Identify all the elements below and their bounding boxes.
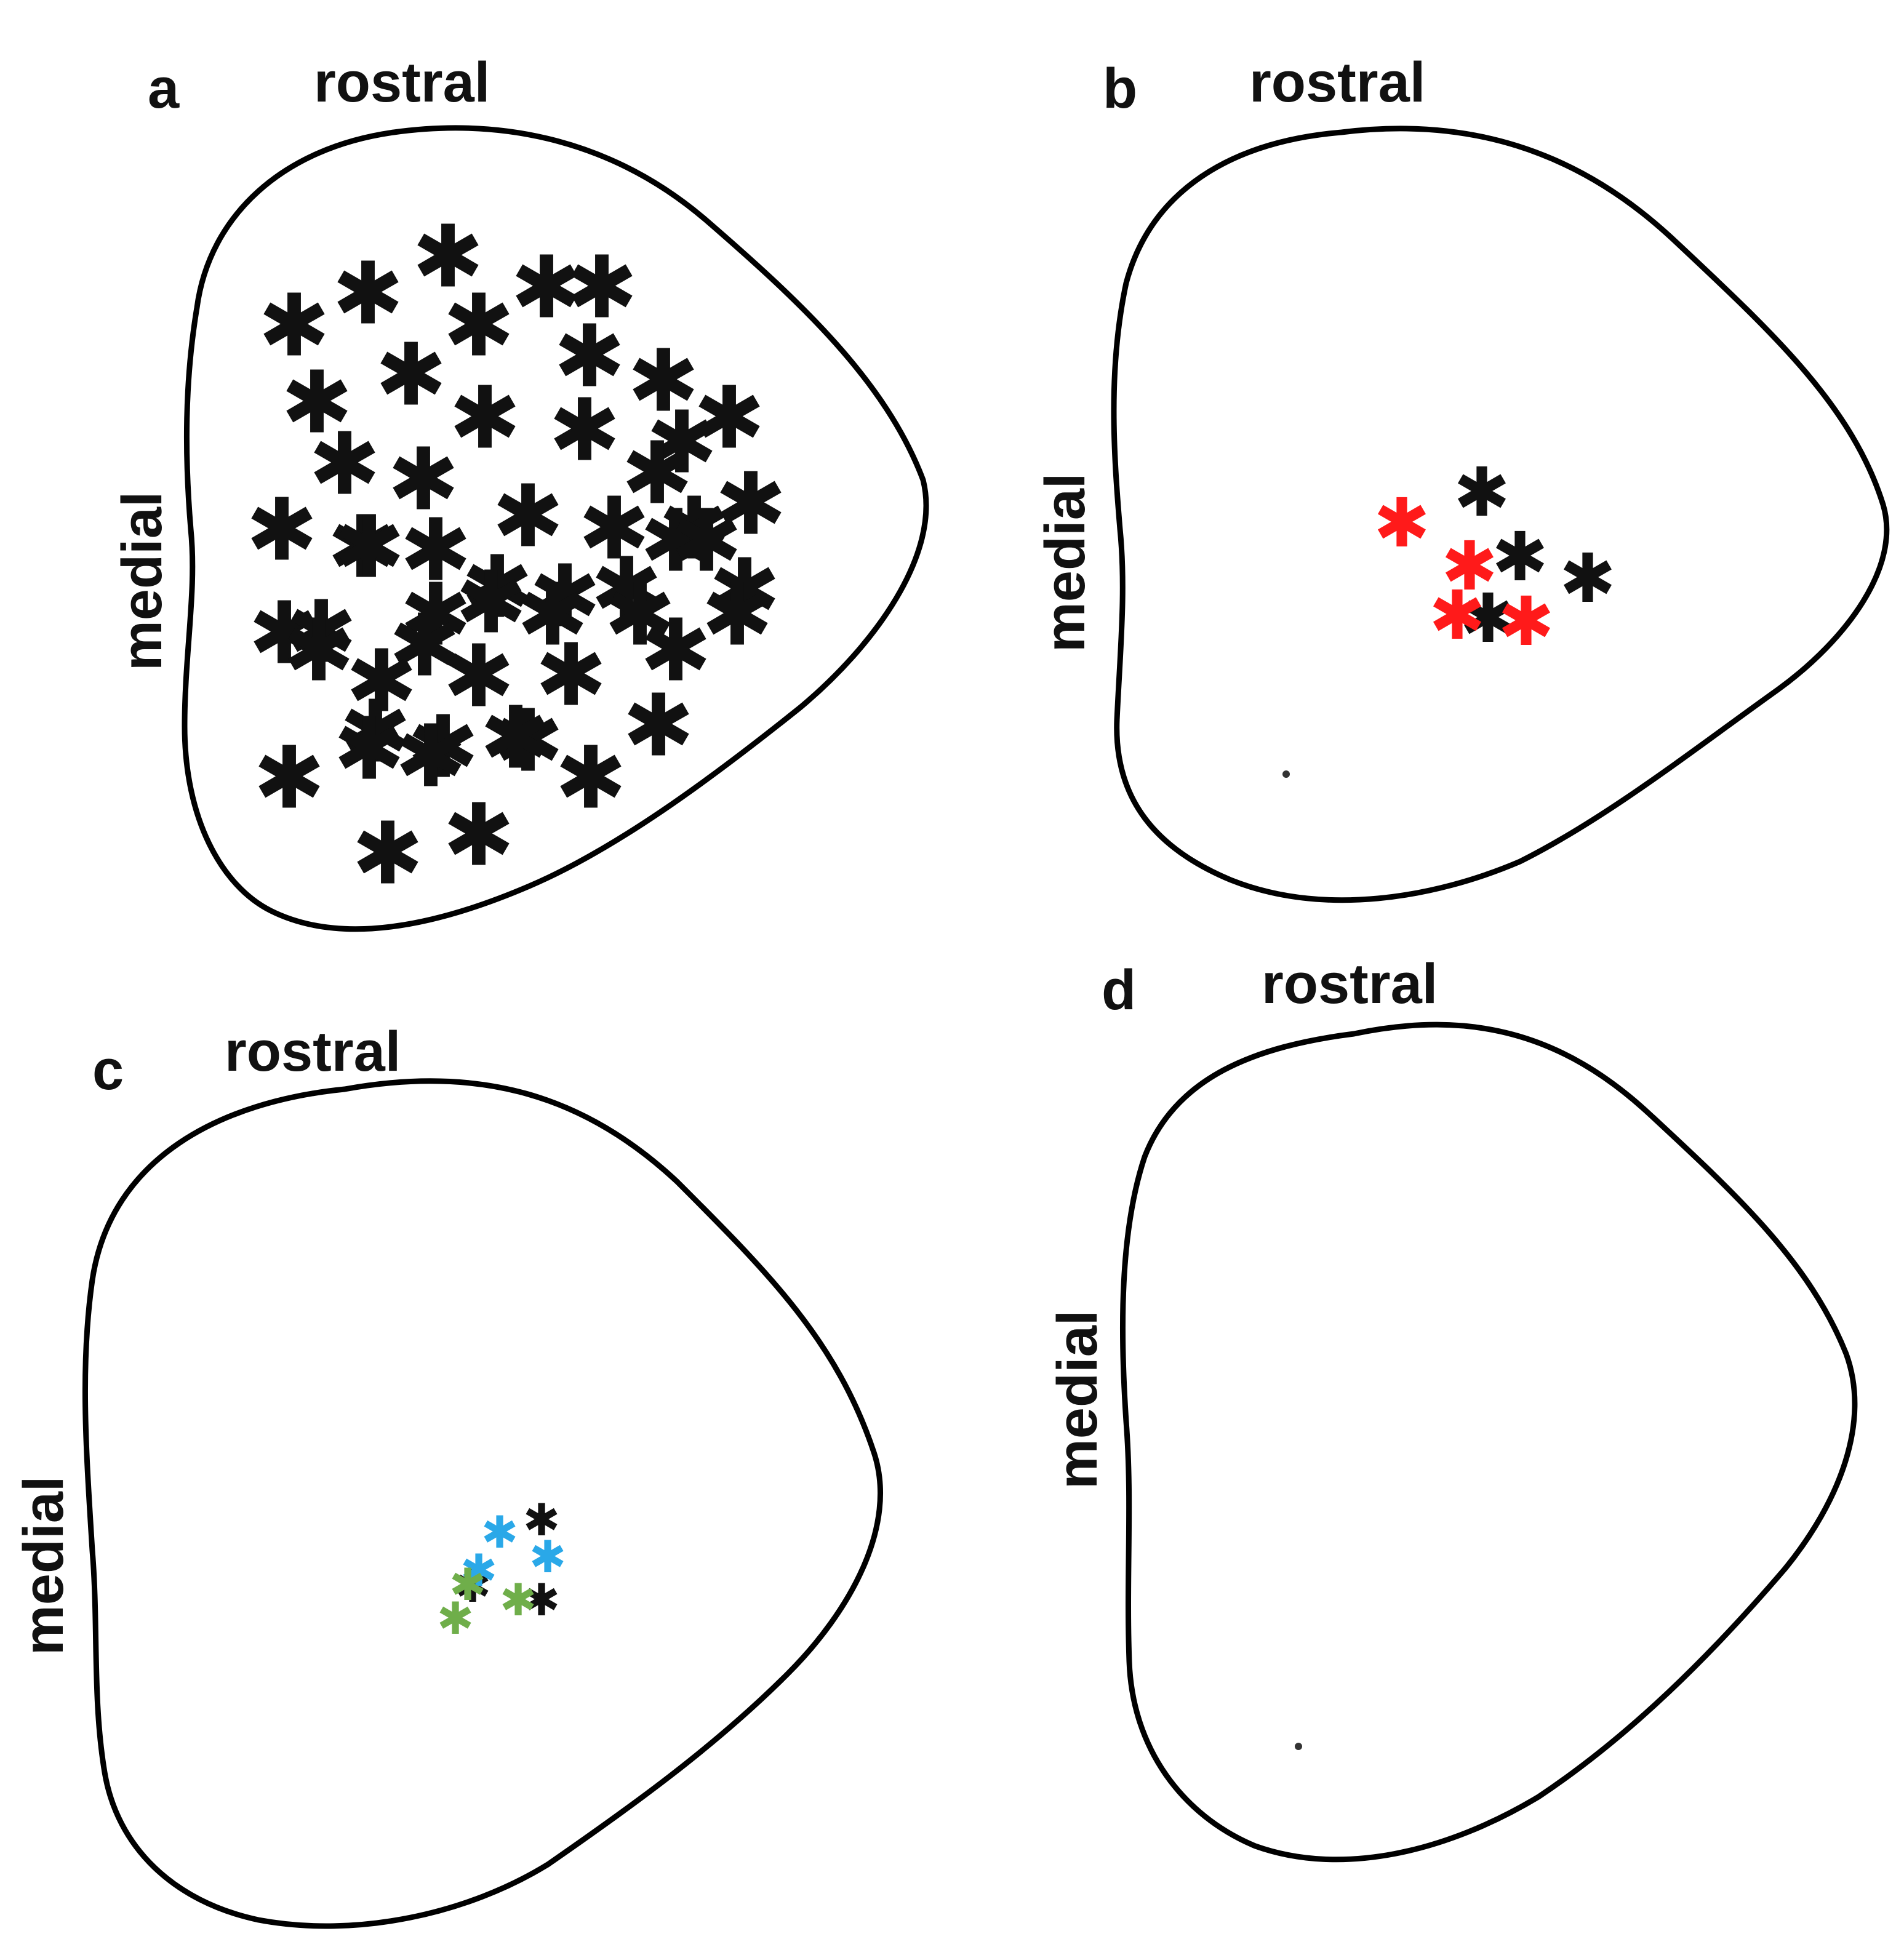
panel-b-marker-black: ✱ xyxy=(1454,453,1510,532)
panel-a-marker-black: ✱ xyxy=(708,541,780,641)
panel-c-letter: c xyxy=(92,1039,124,1101)
panel-a-side-label: medial xyxy=(111,492,174,671)
panel-d-top-label: rostral xyxy=(1262,953,1438,1015)
panel-b-marker-red: ✱ xyxy=(1374,484,1430,562)
panel-a-marker-black: ✱ xyxy=(253,729,325,829)
panel-a-marker-black: ✱ xyxy=(248,584,320,684)
panel-a-marker-black: ✱ xyxy=(327,498,399,598)
panel-c-marker-blue: ✱ xyxy=(481,1506,518,1558)
panel-a-marker-black: ✱ xyxy=(332,244,404,345)
panel-a-marker-black: ✱ xyxy=(455,553,527,654)
panel-c-top-label: rostral xyxy=(225,1020,401,1083)
panel-a-marker-black: ✱ xyxy=(333,700,405,800)
panel-c-marker-black: ✱ xyxy=(523,1574,560,1626)
panel-c-marker-blue: ✱ xyxy=(529,1531,566,1583)
panel-a-marker-black: ✱ xyxy=(442,276,514,377)
panel-a-marker-black: ✱ xyxy=(246,481,318,581)
panel-c-marker-green: ✱ xyxy=(437,1593,474,1644)
panel-b-marker-black: ✱ xyxy=(1492,518,1548,596)
panel-a-marker-black: ✱ xyxy=(399,501,471,601)
panel-c-marker-black: ✱ xyxy=(454,1561,491,1612)
panel-a-marker-black: ✱ xyxy=(492,692,564,792)
panel-a-marker-black: ✱ xyxy=(351,804,423,905)
panel-a-marker-black: ✱ xyxy=(627,332,699,432)
panel-a-marker-black: ✱ xyxy=(590,540,662,640)
panel-b: b rostral medial ✱✱✱✱✱✱✱✱ xyxy=(1034,51,1890,903)
panel-a-marker-black: ✱ xyxy=(492,467,564,567)
panel-b-letter: b xyxy=(1103,57,1137,120)
panel-b-marker-red: ✱ xyxy=(1429,576,1486,655)
panel-a-marker-black: ✱ xyxy=(281,353,353,454)
panel-a-marker-black: ✱ xyxy=(693,369,765,469)
panel-a-marker-black: ✱ xyxy=(554,729,626,829)
panel-a-marker-black: ✱ xyxy=(566,238,638,338)
panel-b-speck xyxy=(1282,770,1290,778)
panel-a-marker-black: ✱ xyxy=(412,207,484,308)
panel-a-letter: a xyxy=(148,57,180,120)
panel-b-marker-black: ✱ xyxy=(1460,579,1516,658)
panel-b-top-label: rostral xyxy=(1249,51,1425,114)
panel-c: c rostral medial ✱✱✱✱✱✱✱✱✱ xyxy=(12,1020,883,1929)
panel-a-marker-black: ✱ xyxy=(578,479,650,580)
panel-a-markers: ✱✱✱✱✱✱✱✱✱✱✱✱✱✱✱✱✱✱✱✱✱✱✱✱✱✱✱✱✱✱✱✱✱✱✱✱✱✱✱✱… xyxy=(246,207,786,905)
panel-a-marker-black: ✱ xyxy=(442,627,514,727)
panel-a: a rostral medial ✱✱✱✱✱✱✱✱✱✱✱✱✱✱✱✱✱✱✱✱✱✱✱… xyxy=(111,51,929,932)
panel-a-marker-black: ✱ xyxy=(394,707,466,807)
panel-b-markers: ✱✱✱✱✱✱✱✱ xyxy=(1374,453,1616,661)
panel-d-side-label: medial xyxy=(1046,1310,1109,1489)
panel-a-marker-black: ✱ xyxy=(308,415,380,515)
panel-a-marker-black: ✱ xyxy=(670,492,742,592)
panel-c-marker-blue: ✱ xyxy=(460,1545,497,1596)
panel-a-marker-black: ✱ xyxy=(479,689,551,789)
panel-a-marker-black: ✱ xyxy=(345,632,417,732)
panel-a-marker-black: ✱ xyxy=(516,566,588,666)
panel-d-speck xyxy=(1295,1743,1302,1750)
panel-a-marker-black: ✱ xyxy=(442,786,514,886)
panel-a-marker-black: ✱ xyxy=(658,479,730,580)
panel-c-outline xyxy=(82,1078,883,1929)
panel-d-letter: d xyxy=(1102,959,1136,1021)
panel-a-outline xyxy=(182,125,929,932)
panel-b-marker-red: ✱ xyxy=(1441,527,1498,606)
panel-a-marker-black: ✱ xyxy=(646,393,718,494)
panel-c-marker-black: ✱ xyxy=(523,1494,560,1546)
panel-a-marker-black: ✱ xyxy=(388,596,460,697)
panel-a-marker-black: ✱ xyxy=(510,238,582,338)
panel-a-marker-black: ✱ xyxy=(375,326,447,426)
panel-a-marker-black: ✱ xyxy=(449,369,521,469)
panel-a-marker-black: ✱ xyxy=(282,601,354,702)
panel-b-marker-red: ✱ xyxy=(1498,582,1554,661)
panel-a-marker-black: ✱ xyxy=(258,276,330,377)
panel-d: d rostral medial xyxy=(1046,953,1858,1863)
panel-a-marker-black: ✱ xyxy=(553,307,625,407)
panel-a-marker-black: ✱ xyxy=(407,698,479,798)
panel-a-marker-black: ✱ xyxy=(548,381,620,481)
panel-d-outline xyxy=(1119,1021,1858,1863)
panel-a-marker-black: ✱ xyxy=(535,626,607,726)
panel-c-markers: ✱✱✱✱✱✱✱✱✱ xyxy=(437,1494,566,1644)
panel-a-marker-black: ✱ xyxy=(622,676,694,777)
panel-a-marker-black: ✱ xyxy=(399,566,471,666)
panel-b-side-label: medial xyxy=(1034,473,1097,652)
panel-b-outline xyxy=(1111,126,1890,903)
panel-a-top-label: rostral xyxy=(314,51,490,114)
panel-c-marker-green: ✱ xyxy=(500,1574,537,1626)
panel-c-side-label: medial xyxy=(12,1476,75,1655)
panel-a-marker-black: ✱ xyxy=(714,455,786,555)
panel-a-marker-black: ✱ xyxy=(701,566,773,666)
panel-a-marker-black: ✱ xyxy=(621,424,693,524)
panel-a-marker-black: ✱ xyxy=(339,682,411,783)
panel-a-marker-black: ✱ xyxy=(639,492,711,592)
panel-b-marker-black: ✱ xyxy=(1559,539,1616,618)
panel-a-marker-black: ✱ xyxy=(529,547,601,647)
panel-a-marker-black: ✱ xyxy=(639,601,711,702)
panel-a-marker-black: ✱ xyxy=(387,430,459,530)
panel-a-marker-black: ✱ xyxy=(333,498,405,598)
panel-a-marker-black: ✱ xyxy=(285,583,357,683)
panel-a-marker-black: ✱ xyxy=(604,566,676,666)
panel-c-marker-green: ✱ xyxy=(449,1559,486,1610)
panel-a-marker-black: ✱ xyxy=(461,538,533,638)
